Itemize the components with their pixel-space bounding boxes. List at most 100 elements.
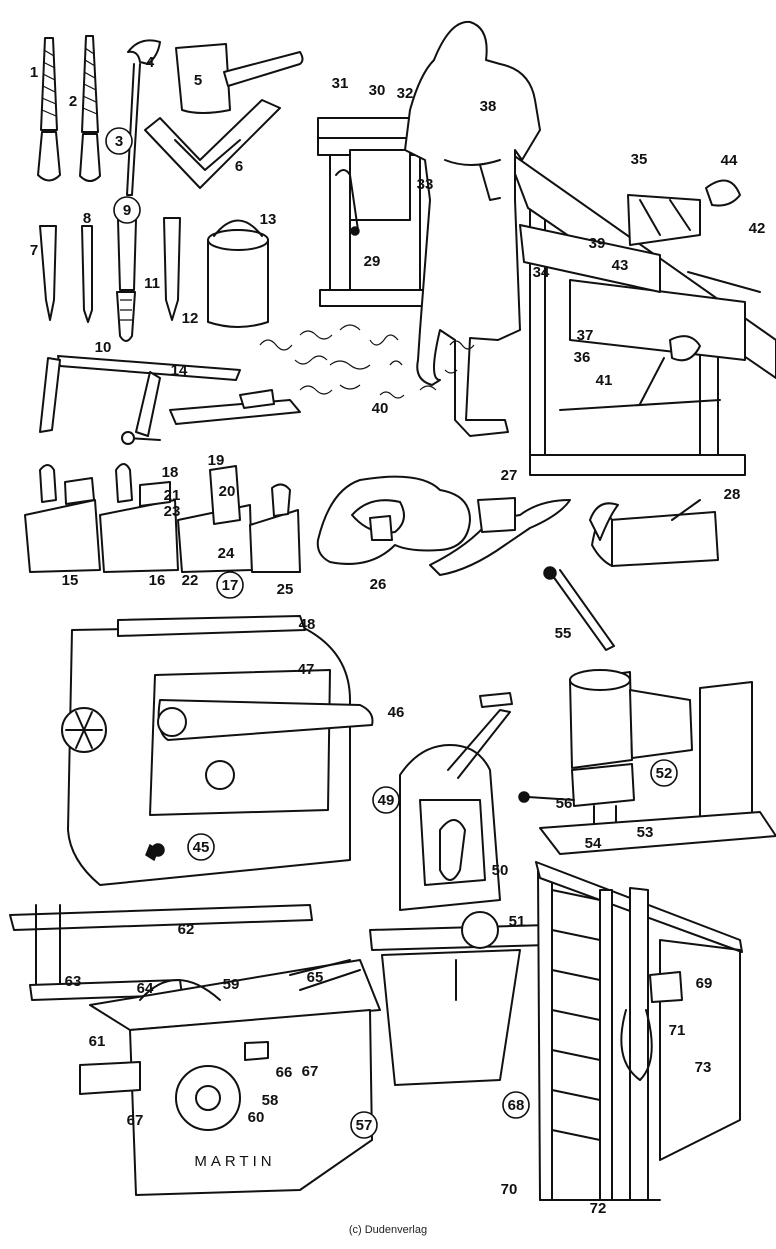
callout-19: 19 [208,452,225,469]
callout-number: 23 [164,503,181,520]
clamp [39,355,301,445]
callout-number: 47 [298,661,315,678]
callout-number: 32 [397,85,414,102]
callout-54: 54 [585,835,602,852]
callout-13: 13 [260,211,277,228]
thicknessing-machine [61,615,374,886]
callout-33: 33 [417,176,434,193]
callout-23: 23 [164,503,181,520]
callout-number: 14 [171,362,188,379]
callout-number: 33 [417,176,434,193]
callout-circle [113,196,141,224]
callout-12: 12 [182,310,199,327]
callout-3: 3 [105,127,133,155]
callout-65: 65 [307,969,324,986]
try-square [144,99,281,189]
callout-31: 31 [332,75,349,92]
callout-number: 3 [115,133,123,150]
vertical-panel-saw [535,861,743,1201]
callout-number: 71 [669,1022,686,1039]
callout-number: 39 [589,235,606,252]
mallet [175,43,304,114]
planes-row [24,463,301,573]
callout-18: 18 [162,464,179,481]
callout-number: 29 [364,253,381,270]
callout-number: 2 [69,93,77,110]
callout-number: 40 [372,400,389,417]
callout-48: 48 [299,616,316,633]
callout-55: 55 [555,625,572,642]
callout-32: 32 [397,85,414,102]
callout-29: 29 [364,253,381,270]
callout-number: 52 [656,765,673,782]
callout-number: 15 [62,572,79,589]
callout-number: 45 [193,839,210,856]
callout-6: 6 [235,158,243,175]
callout-36: 36 [574,349,591,366]
router-plane [316,475,471,565]
workbench-scene [317,20,776,476]
callout-circle [650,759,678,787]
callout-22: 22 [182,572,199,589]
callout-56: 56 [556,795,573,812]
callout-number: 60 [248,1109,265,1126]
wood-shavings [259,324,475,399]
callout-67: 67 [127,1112,144,1129]
callout-44: 44 [721,152,738,169]
callout-28: 28 [724,486,741,503]
callout-14: 14 [171,362,188,379]
callout-number: 26 [370,576,387,593]
callout-number: 69 [696,975,713,992]
callout-27: 27 [501,467,518,484]
callout-number: 8 [83,210,91,227]
callout-number: 12 [182,310,199,327]
callout-number: 11 [144,275,160,292]
callout-number: 28 [724,486,741,503]
callout-number: 42 [749,220,766,237]
callout-16: 16 [149,572,166,589]
callout-20: 20 [219,483,236,500]
callout-number: 67 [302,1063,319,1080]
callout-59: 59 [223,976,240,993]
callout-52: 52 [650,759,678,787]
callout-number: 53 [637,824,654,841]
callout-30: 30 [369,82,386,99]
callout-number: 25 [277,581,294,598]
callout-69: 69 [696,975,713,992]
saw-bench [9,904,381,1196]
callout-number: 59 [223,976,240,993]
callout-4: 4 [146,54,155,71]
callout-number: 16 [149,572,166,589]
callout-number: 18 [162,464,179,481]
callout-number: 5 [194,72,202,89]
callout-58: 58 [262,1092,279,1109]
callout-number: 4 [146,54,155,71]
callout-64: 64 [137,980,154,997]
callout-number: 35 [631,151,648,168]
callout-66: 66 [276,1064,293,1081]
callout-number: 55 [555,625,572,642]
callout-circle [105,127,133,155]
callout-43: 43 [612,257,629,274]
callout-number: 9 [123,202,131,219]
callout-number: 24 [218,545,235,562]
callout-number: 68 [508,1097,525,1114]
callout-73: 73 [695,1059,712,1076]
callout-number: 22 [182,572,199,589]
callout-9: 9 [113,196,141,224]
callout-number: 6 [235,158,243,175]
callout-circle [216,571,244,599]
callout-number: 46 [388,704,405,721]
callout-8: 8 [83,210,91,227]
callout-number: 63 [65,973,82,990]
callout-42: 42 [749,220,766,237]
callout-number: 49 [378,792,395,809]
callout-47: 47 [298,661,315,678]
callout-25: 25 [277,581,294,598]
callout-number: 21 [164,487,181,504]
callout-number: 1 [30,64,38,81]
callout-circle [372,786,400,814]
callout-51: 51 [509,913,526,930]
